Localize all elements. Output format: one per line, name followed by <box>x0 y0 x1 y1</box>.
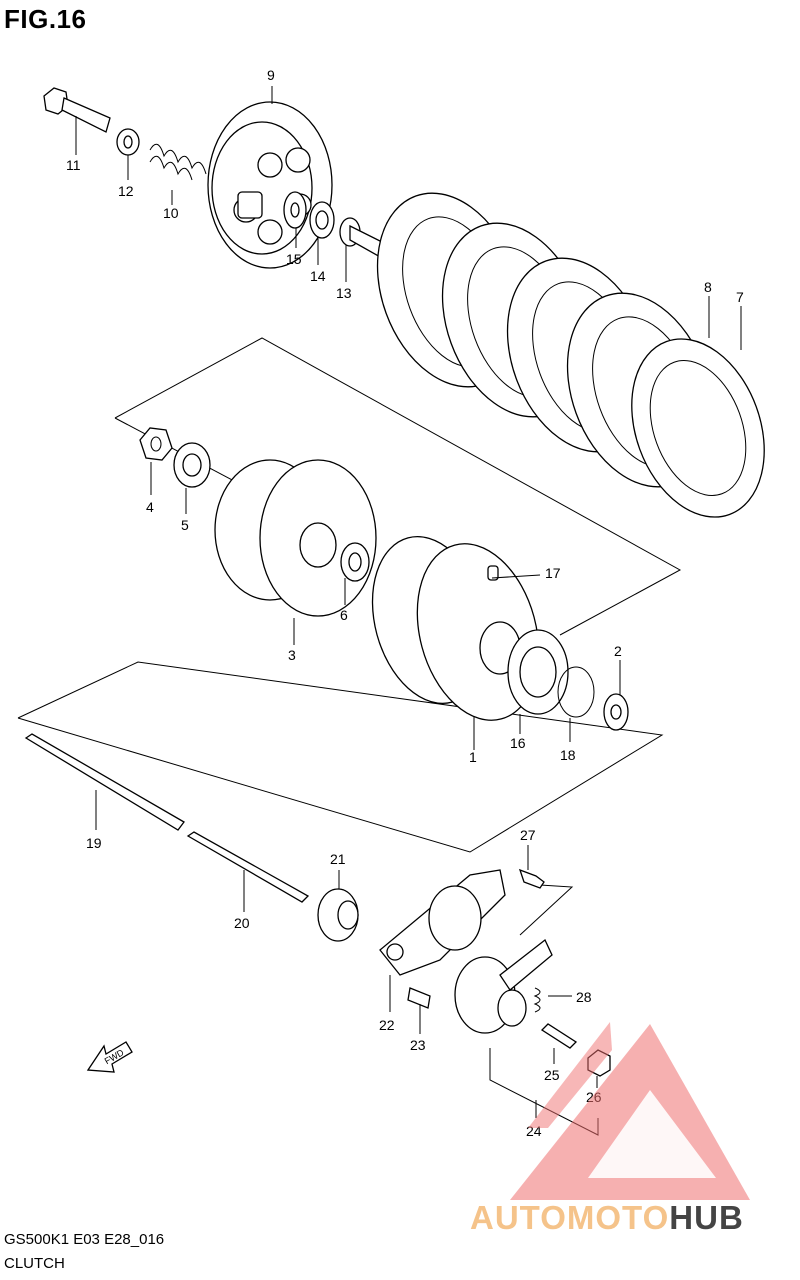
clutch-plates-part-7-8 <box>376 192 765 518</box>
callout-20: 20 <box>234 915 250 931</box>
spring-part-28 <box>533 987 541 1013</box>
callout-15: 15 <box>286 251 302 267</box>
callout-19: 19 <box>86 835 102 851</box>
callout-18: 18 <box>560 747 576 763</box>
callout-9: 9 <box>267 67 275 83</box>
washer-part-12 <box>116 128 140 156</box>
callout-12: 12 <box>118 183 134 199</box>
leader-lines <box>75 86 742 1118</box>
oil-seal-part-21 <box>317 888 359 942</box>
bolt-part-11 <box>43 87 111 133</box>
callout-7: 7 <box>736 289 744 305</box>
callout-24: 24 <box>526 1123 542 1139</box>
spring-part-10 <box>149 143 207 181</box>
callout-3: 3 <box>288 647 296 663</box>
screw-part-25 <box>540 1023 578 1049</box>
callout-13: 13 <box>336 285 352 301</box>
model-code: GS500K1 E03 E28_016 <box>4 1231 165 1248</box>
watermark-text-part2: HUB <box>669 1199 744 1236</box>
circlip-part-18 <box>557 666 595 718</box>
lock-washer-part-5 <box>173 442 211 488</box>
callout-25: 25 <box>544 1067 560 1083</box>
callout-5: 5 <box>181 517 189 533</box>
washer-part-6 <box>340 542 370 582</box>
callout-22: 22 <box>379 1017 395 1033</box>
assembly-frames <box>17 337 682 1136</box>
section-name: CLUTCH <box>4 1255 65 1272</box>
bolt-part-27 <box>518 868 545 889</box>
callout-4: 4 <box>146 499 154 515</box>
bearing-part-14 <box>309 201 335 239</box>
washer-part-2 <box>603 693 629 731</box>
release-cam-part-24 <box>454 938 553 1034</box>
pressure-plate-part-9 <box>207 101 333 269</box>
callout-10: 10 <box>163 205 179 221</box>
callout-2: 2 <box>614 643 622 659</box>
callout-14: 14 <box>310 268 326 284</box>
push-piece-part-13 <box>339 217 387 259</box>
callout-11: 11 <box>66 157 81 173</box>
washer-part-15 <box>283 191 307 229</box>
callout-27: 27 <box>520 827 536 843</box>
watermark-text-part1: AUTOMOTO <box>470 1199 670 1236</box>
figure-title: FIG.16 <box>4 4 87 34</box>
nut-part-26 <box>587 1049 611 1077</box>
sleeve-hub-part-3 <box>214 459 377 617</box>
gasket-part-22 <box>379 869 506 976</box>
callout-28: 28 <box>576 989 592 1005</box>
callout-23: 23 <box>410 1037 426 1053</box>
callout-6: 6 <box>340 607 348 623</box>
gear-part-16 <box>507 629 569 715</box>
forward-arrow-icon: FWD <box>86 1041 133 1073</box>
callout-26: 26 <box>586 1089 602 1105</box>
nut-part-4 <box>139 427 173 461</box>
pin-part-17 <box>487 565 499 581</box>
watermark-text: AUTOMOTOHUB <box>470 1199 744 1237</box>
callout-1: 1 <box>469 749 477 765</box>
callout-16: 16 <box>510 735 526 751</box>
bolt-part-23 <box>407 987 431 1009</box>
callout-8: 8 <box>704 279 712 295</box>
callout-17: 17 <box>545 565 561 581</box>
push-rod-part-20 <box>186 831 310 903</box>
callout-21: 21 <box>330 851 346 867</box>
push-rod-part-19 <box>24 733 185 831</box>
